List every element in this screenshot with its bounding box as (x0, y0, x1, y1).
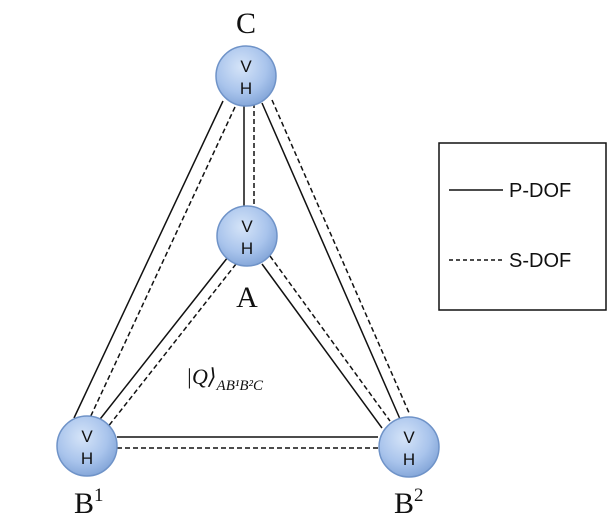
edge-a-b2-dashed (269, 255, 391, 422)
node-b2-v-label: V (403, 428, 415, 447)
state-label-main: |Q⟩ (186, 364, 217, 389)
node-b2-h-label: H (403, 450, 415, 469)
edge-c-b2-solid (261, 102, 401, 420)
node-c: V H (215, 45, 277, 107)
node-a-name: A (236, 281, 258, 314)
edge-c-b1-dashed (87, 106, 236, 423)
state-label: |Q⟩AB¹B²C (186, 364, 264, 394)
edge-a-b2-solid (261, 263, 383, 429)
edge-c-b2-dashed (271, 99, 411, 416)
node-b1-name-main: B (74, 487, 94, 520)
edge-a-b1-dashed (106, 263, 237, 429)
node-b2-name: B2 (394, 485, 424, 520)
node-b1-h-label: H (81, 449, 93, 468)
node-b1-name-sup: 1 (94, 485, 104, 506)
edge-c-b1-solid (73, 100, 224, 419)
node-b1-v-label: V (81, 427, 93, 446)
node-a-v-label: V (241, 217, 253, 236)
node-a-h-label: H (241, 239, 253, 258)
node-c-v-label: V (240, 57, 252, 76)
node-c-h-label: H (240, 79, 252, 98)
legend-box (438, 142, 607, 311)
node-c-name: C (236, 7, 256, 40)
legend: P-DOF S-DOF (438, 142, 607, 311)
node-b1-name: B1 (74, 485, 104, 520)
node-a: V H (216, 205, 278, 267)
node-b1: V H (56, 415, 118, 477)
edges (73, 99, 411, 449)
legend-solid-label: P-DOF (509, 180, 571, 202)
state-label-subscript: AB¹B²C (216, 378, 264, 394)
node-b2: V H (378, 416, 440, 478)
node-b2-name-sup: 2 (414, 485, 424, 506)
legend-dashed-label: S-DOF (509, 250, 571, 272)
edge-a-b1-solid (96, 256, 229, 424)
node-b2-name-main: B (394, 487, 414, 520)
